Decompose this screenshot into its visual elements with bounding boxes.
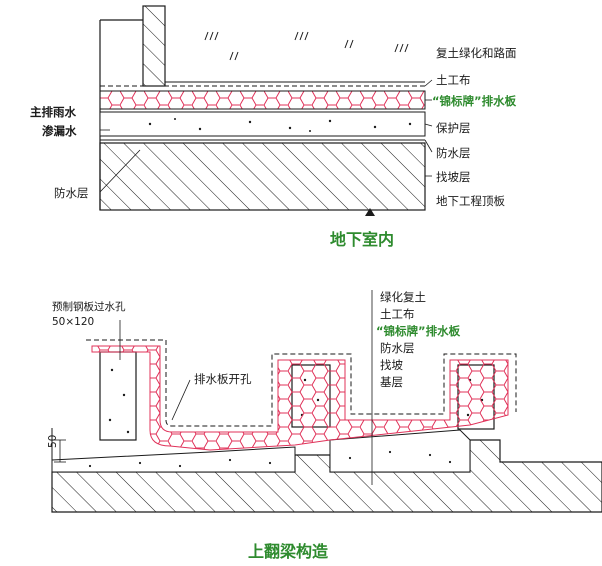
bottom-slope-layer — [51, 429, 471, 473]
bottom-beam-left — [99, 351, 137, 441]
top-left-leaders — [99, 111, 141, 193]
top-label-backfill: 复土绿化和路面 — [436, 46, 517, 60]
bottom-geotextile — [86, 339, 517, 427]
bottom-drain-hole-leader — [171, 379, 191, 421]
bottom-dimension — [54, 439, 66, 463]
top-section — [99, 5, 433, 216]
top-protective-layer — [99, 111, 426, 137]
bottom-drainage-board — [91, 345, 509, 451]
top-drainage-board — [99, 90, 426, 110]
top-structural-slab — [99, 142, 426, 211]
bottom-dimension-label: 50 — [47, 434, 59, 448]
top-label-waterproof: 防水层 — [436, 146, 471, 160]
top-title: 地下室内 — [330, 230, 395, 249]
top-grass-marks — [204, 31, 409, 61]
top-label-main-rain: 主排雨水 — [30, 105, 76, 119]
top-label-protective: 保护层 — [436, 121, 471, 135]
bottom-label-hole-size: 50×120 — [52, 316, 95, 328]
bottom-label-drain-hole: 排水板开孔 — [194, 372, 252, 386]
top-label-leakage: 渗漏水 — [42, 124, 77, 138]
bottom-label-slope: 找坡 — [380, 358, 403, 372]
bottom-label-hole: 预制钢板过水孔 — [52, 301, 126, 313]
bottom-label-geotextile: 土工布 — [380, 307, 415, 321]
bottom-section — [51, 290, 602, 513]
bottom-label-base: 基层 — [380, 375, 403, 389]
top-wall — [142, 5, 166, 87]
top-label-slope: 找坡层 — [436, 170, 471, 184]
top-label-waterproof-left: 防水层 — [54, 186, 89, 200]
top-protective-dots — [148, 118, 412, 132]
bottom-label-waterproof: 防水层 — [380, 341, 415, 355]
top-right-leaders — [424, 79, 433, 177]
top-marker-triangle — [365, 208, 375, 216]
top-label-drainage-board: “锦标牌”排水板 — [432, 94, 517, 108]
bottom-label-drainage-board: “锦标牌”排水板 — [376, 324, 461, 338]
top-label-roof-slab: 地下工程顶板 — [436, 194, 505, 208]
bottom-label-backfill: 绿化复土 — [380, 290, 426, 304]
bottom-title: 上翻梁构造 — [248, 542, 329, 561]
bottom-slope-dots — [88, 450, 452, 468]
top-label-geotextile: 土工布 — [436, 73, 471, 87]
bottom-base-slab — [51, 439, 602, 513]
